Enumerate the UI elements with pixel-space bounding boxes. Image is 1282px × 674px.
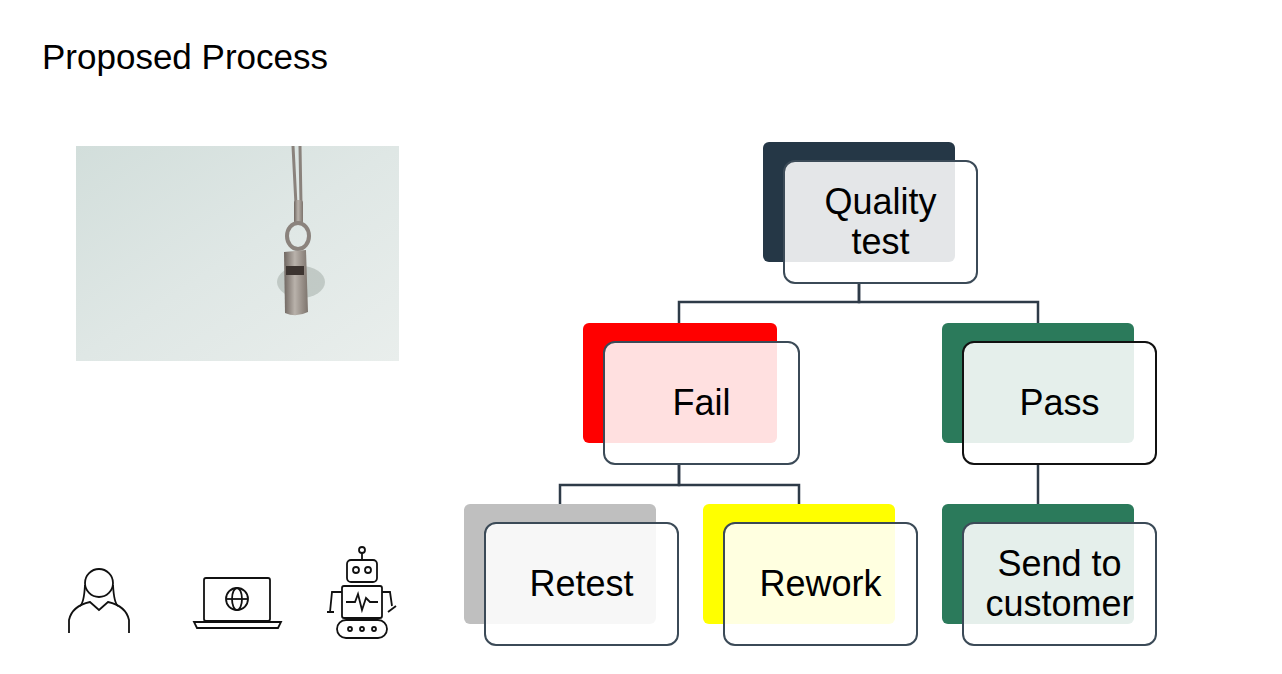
whistle-photo — [76, 146, 399, 361]
process-box: Pass — [962, 341, 1157, 465]
box-label: Quality test — [798, 182, 963, 261]
robot-icon — [327, 547, 396, 638]
box-label: Fail — [672, 383, 730, 423]
laptop-icon — [194, 578, 281, 628]
process-box: Retest — [484, 522, 679, 646]
box-face: Rework — [723, 522, 918, 646]
slide-title: Proposed Process — [42, 37, 328, 77]
box-face: Retest — [484, 522, 679, 646]
box-label: Rework — [759, 564, 881, 604]
box-label: Send to customer — [977, 544, 1142, 623]
box-face: Send to customer — [962, 522, 1157, 646]
process-box: Quality test — [783, 160, 978, 284]
box-face: Pass — [962, 341, 1157, 465]
person-icon — [69, 569, 129, 633]
process-box: Send to customer — [962, 522, 1157, 646]
box-face: Quality test — [783, 160, 978, 284]
box-face: Fail — [603, 341, 800, 465]
process-box: Rework — [723, 522, 918, 646]
box-label: Retest — [529, 564, 633, 604]
process-box: Fail — [603, 341, 800, 465]
box-label: Pass — [1019, 383, 1099, 423]
